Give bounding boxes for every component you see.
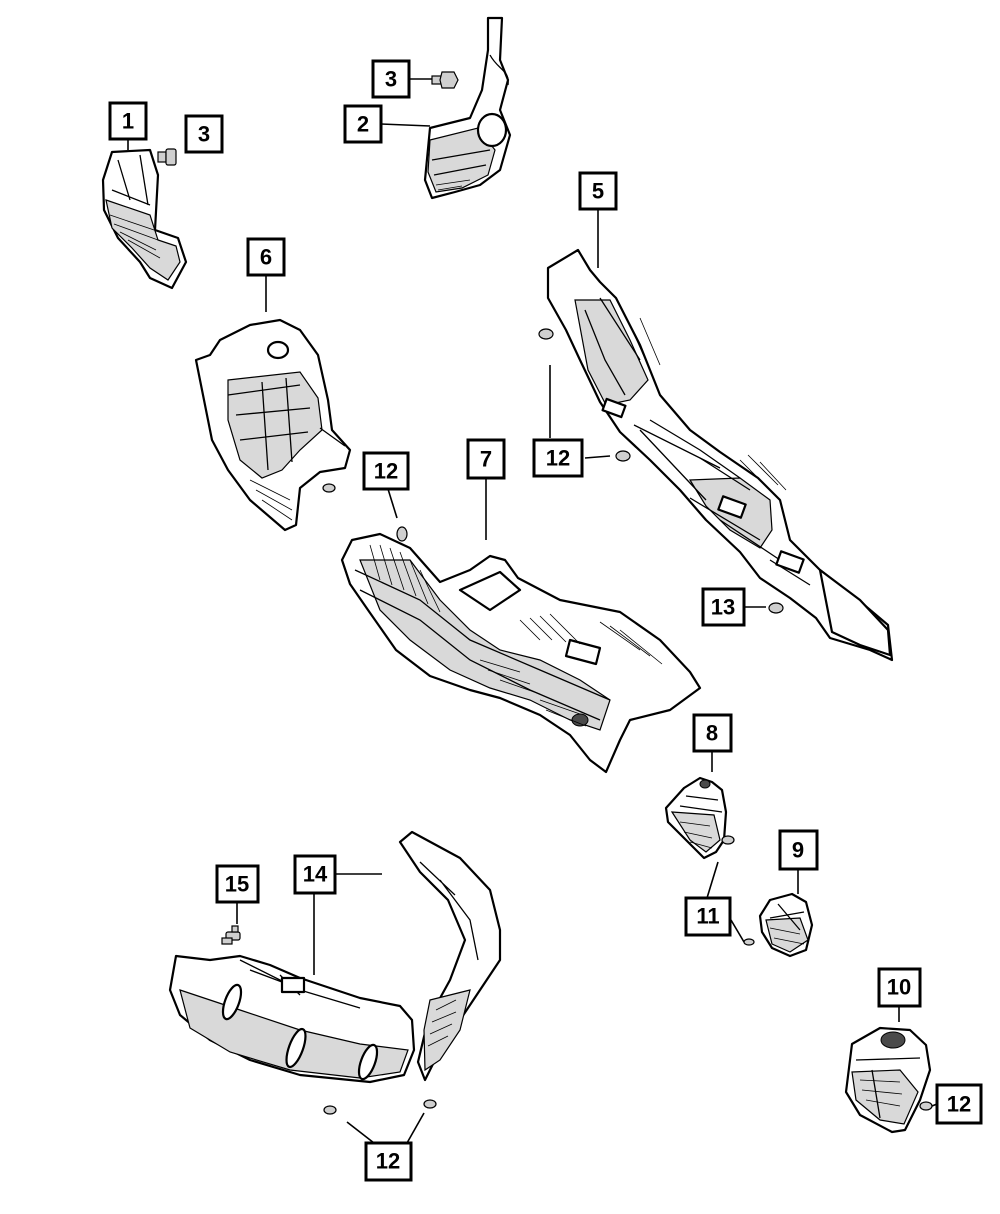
- callout-14-label: 14: [303, 862, 328, 887]
- callout-12d: 12: [364, 1141, 413, 1182]
- bolt-3a: [157, 148, 177, 166]
- part-5-heat-shield: [546, 248, 894, 662]
- nut-12-near-5: [615, 450, 631, 462]
- callout-6: 6: [246, 237, 286, 277]
- callout-2-label: 2: [357, 112, 369, 137]
- callout-6-label: 6: [260, 245, 272, 270]
- callout-3b-label: 3: [385, 67, 397, 92]
- part-8-heat-shield: [664, 776, 728, 860]
- callout-2: 2: [343, 104, 383, 144]
- part-1-heat-shield: [101, 148, 188, 290]
- callout-10-label: 10: [887, 975, 911, 1000]
- callout-1: 1: [108, 101, 148, 141]
- callout-7: 7: [466, 438, 506, 480]
- nut-11-lower: [743, 938, 755, 946]
- callout-3a-label: 3: [198, 122, 210, 147]
- callout-15: 15: [215, 864, 260, 904]
- callout-12b-label: 12: [546, 446, 570, 471]
- callout-9: 9: [778, 829, 819, 871]
- part-6-heat-shield: [194, 318, 352, 532]
- callout-15-label: 15: [225, 872, 249, 897]
- callout-8-label: 8: [706, 721, 718, 746]
- callout-12c-label: 12: [947, 1092, 971, 1117]
- callout-14: 14: [293, 854, 337, 895]
- callout-1-label: 1: [122, 109, 134, 134]
- callout-11: 11: [684, 896, 732, 937]
- callout-8: 8: [692, 713, 733, 753]
- callout-13: 13: [701, 587, 746, 627]
- leader-lines: [127, 78, 938, 1144]
- nut-12-near-7: [396, 526, 408, 542]
- callout-10: 10: [877, 967, 922, 1008]
- nut-11-upper: [721, 835, 735, 845]
- callout-3a: 3: [184, 114, 224, 154]
- callout-12c: 12: [935, 1083, 983, 1125]
- bolt-3b: [431, 71, 459, 89]
- callout-5-label: 5: [592, 179, 604, 204]
- callout-7-label: 7: [480, 447, 492, 472]
- part-15-push-pin: [221, 925, 241, 945]
- nut-12-bottom-right: [423, 1099, 437, 1109]
- nut-12-near-5-upper: [538, 328, 554, 340]
- callout-12d-label: 12: [376, 1149, 400, 1174]
- callout-11-label: 11: [696, 904, 719, 929]
- part-10-heat-shield: [844, 1026, 932, 1134]
- nut-12-bottom-left: [323, 1105, 337, 1115]
- nut-12-near-6: [322, 483, 336, 493]
- callout-12a: 12: [362, 451, 410, 491]
- part-2-heat-shield: [423, 16, 512, 200]
- callout-12b: 12: [532, 438, 584, 478]
- callout-13-label: 13: [711, 595, 735, 620]
- callout-9-label: 9: [792, 838, 804, 863]
- callout-3b: 3: [371, 59, 411, 99]
- part-9-heat-shield: [758, 892, 814, 958]
- part-7-tunnel-heat-shield: [340, 532, 702, 774]
- callout-12a-label: 12: [374, 459, 398, 484]
- callout-5: 5: [578, 171, 618, 211]
- part-14-heat-shield: [168, 830, 502, 1084]
- nut-13: [768, 602, 784, 614]
- nut-12-near-10: [919, 1101, 933, 1111]
